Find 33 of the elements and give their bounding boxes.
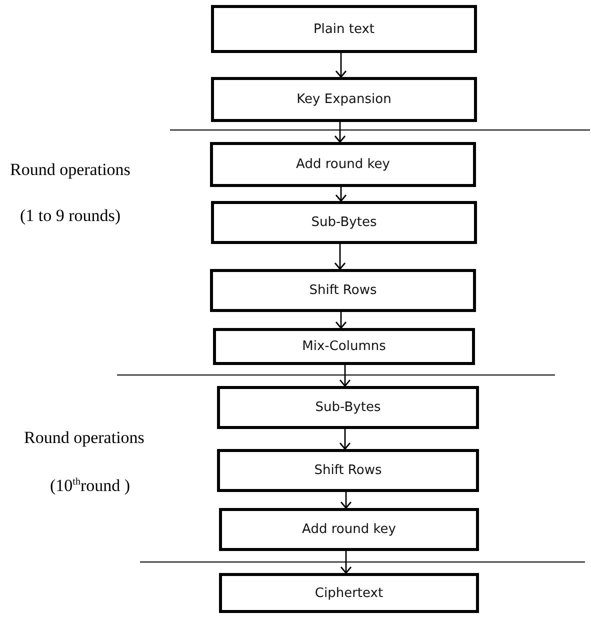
process-box <box>210 269 476 312</box>
arrow <box>334 122 346 143</box>
arrow <box>335 187 347 202</box>
process-box <box>219 508 479 551</box>
section-label: (10$^{th}$round ) <box>50 476 130 496</box>
arrow <box>335 312 347 329</box>
process-box <box>211 5 477 53</box>
arrow <box>340 492 352 509</box>
section-label: Round operations <box>10 160 130 180</box>
box-label: Mix-Columns <box>302 339 386 354</box>
section-label: Round operations <box>24 428 144 448</box>
box-label: Key Expansion <box>296 92 392 107</box>
box-label: Shift Rows <box>309 283 377 298</box>
box-label: Sub-Bytes <box>311 215 377 230</box>
process-box <box>217 449 479 492</box>
box-label: Add round key <box>302 522 396 537</box>
section-label: (1 to 9 rounds) <box>20 206 121 226</box>
process-box <box>217 386 479 429</box>
process-box <box>211 77 477 122</box>
arrow <box>339 429 351 450</box>
box-label: Add round key <box>296 157 390 172</box>
box-label: Sub-Bytes <box>315 400 381 415</box>
process-box <box>211 201 477 244</box>
arrow <box>340 551 352 574</box>
process-box <box>210 142 476 187</box>
arrow <box>339 365 351 387</box>
process-box <box>213 328 475 365</box>
process-box <box>219 573 479 613</box>
box-label: Shift Rows <box>314 463 382 478</box>
box-label: Ciphertext <box>314 586 384 600</box>
box-label: Plain text <box>313 22 375 36</box>
arrow <box>334 244 346 270</box>
arrow <box>335 53 347 78</box>
